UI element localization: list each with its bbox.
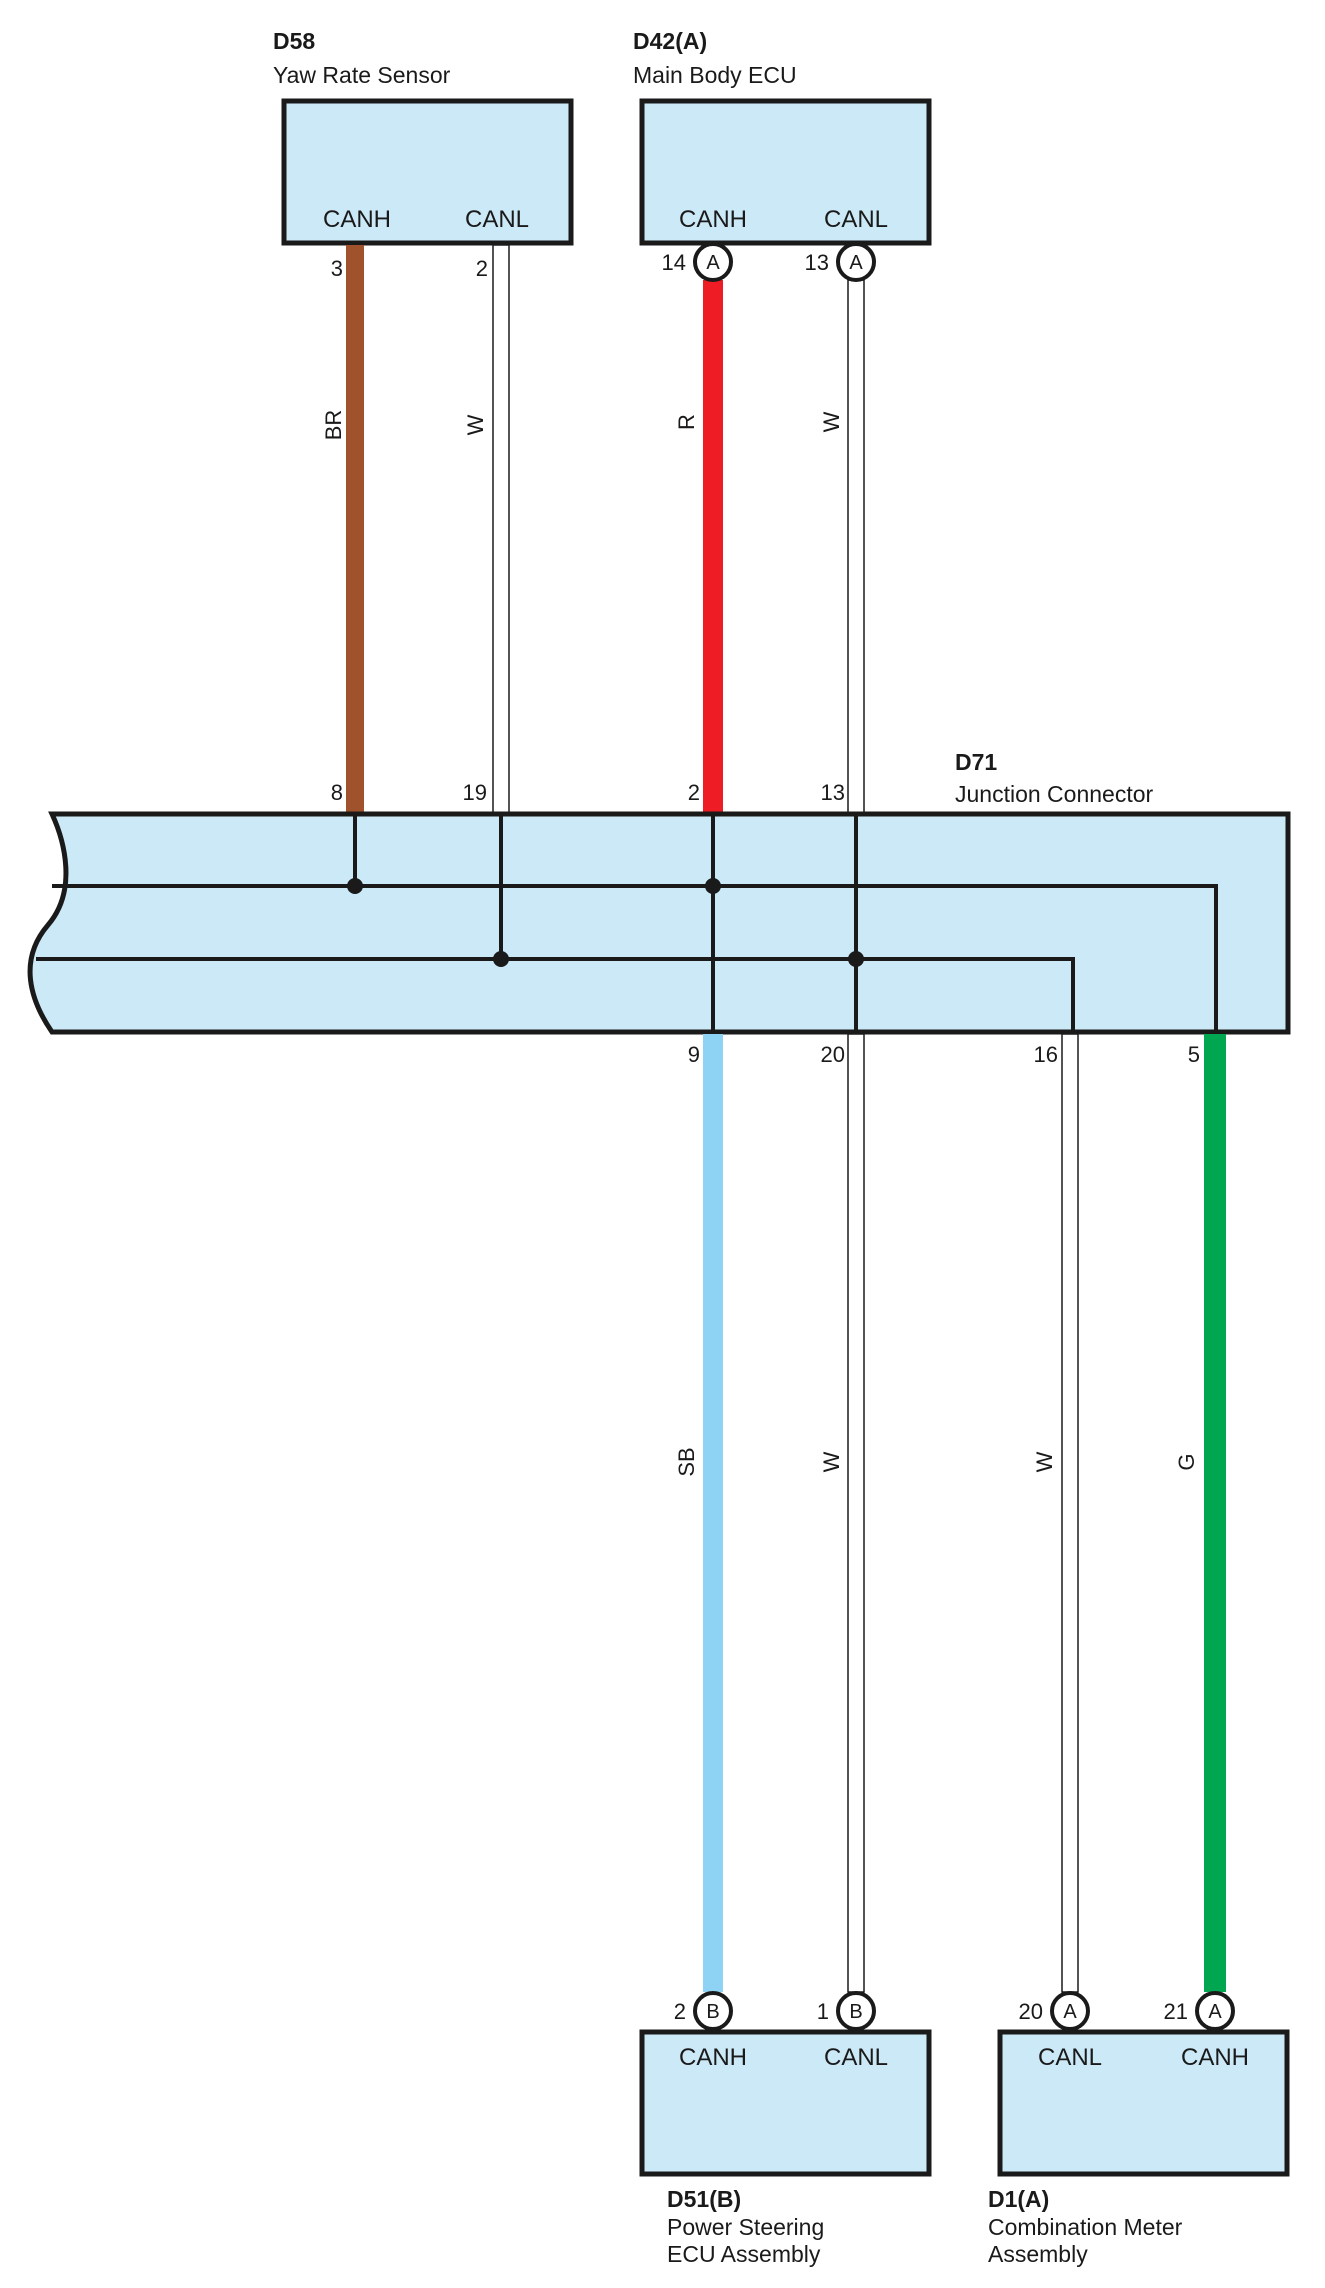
d58-pin-canh: CANH <box>323 206 391 233</box>
junction-pin-19: 19 <box>463 780 487 805</box>
wire-d51-canl-line <box>847 1033 865 1993</box>
wire-d42-canh: A 14 R 2 <box>662 242 733 813</box>
d51-box <box>639 2029 932 2177</box>
splice-dot <box>493 951 509 967</box>
d51-name-line2: ECU Assembly <box>667 2241 821 2267</box>
d42-canh-pin-number: 14 <box>662 250 686 275</box>
component-d71: D71 Junction Connector <box>27 749 1291 1035</box>
d1-canl-pin-number: 20 <box>1019 1999 1043 2024</box>
splice-dot <box>848 951 864 967</box>
d51-canl-pin-number: 1 <box>817 1999 829 2024</box>
junction-pin-2: 2 <box>688 780 700 805</box>
d1-canl-cavity-marker <box>1050 1991 1090 2031</box>
component-d58: D58 Yaw Rate Sensor CANH CANL <box>273 28 574 246</box>
wire-d58-canl: 2 W 19 <box>463 244 510 814</box>
d1-name-line2: Assembly <box>988 2241 1088 2267</box>
d42-canh-wire-color: R <box>674 414 699 430</box>
d1-canh-cavity-marker <box>1195 1991 1235 2031</box>
d1-canl-cavity: A <box>1063 2001 1077 2023</box>
component-d42: D42(A) Main Body ECU CANH CANL <box>633 28 932 246</box>
d51-pin-canl: CANL <box>824 2044 888 2071</box>
d1-box <box>997 2029 1290 2177</box>
wire-d42-canh-line <box>703 280 723 813</box>
wire-d1-canh-line <box>1204 1034 1226 1992</box>
d42-pin-canl: CANL <box>824 206 888 233</box>
junction-pin-8: 8 <box>331 780 343 805</box>
d42-code: D42(A) <box>633 28 707 54</box>
d71-name: Junction Connector <box>955 781 1154 807</box>
d58-pin-canl: CANL <box>465 206 529 233</box>
d1-canh-pin-number: 21 <box>1164 1999 1188 2024</box>
d51-code: D51(B) <box>667 2186 741 2212</box>
d42-box <box>639 98 932 246</box>
wire-d1-canl: 16 W A 20 <box>1019 1033 1090 2031</box>
d58-canh-pin-number: 3 <box>331 256 343 281</box>
junction-pin-16: 16 <box>1034 1042 1058 1067</box>
d51-pin-canh: CANH <box>679 2044 747 2071</box>
d42-canl-wire-color: W <box>819 411 844 432</box>
d51-name-line1: Power Steering <box>667 2214 824 2240</box>
d42-pin-canh: CANH <box>679 206 747 233</box>
d58-canl-wire-color: W <box>463 414 488 435</box>
d51-canh-wire-color: SB <box>674 1447 699 1476</box>
d51-canl-cavity: B <box>849 2001 862 2023</box>
wire-d42-canl: A 13 W 13 <box>805 242 876 814</box>
canh-bus <box>52 884 1218 1032</box>
wire-d58-canh: 3 BR 8 <box>321 245 364 813</box>
junction-internal-buses <box>36 814 1218 1032</box>
splice-dot <box>347 878 363 894</box>
d1-code: D1(A) <box>988 2186 1049 2212</box>
d1-pin-canl: CANL <box>1038 2044 1102 2071</box>
d51-canl-cavity-marker <box>836 1991 876 2031</box>
d1-pin-canh: CANH <box>1181 2044 1249 2071</box>
junction-pin-9: 9 <box>688 1042 700 1067</box>
wire-d1-canl-line <box>1061 1033 1079 1993</box>
d42-canl-cavity: A <box>849 252 863 274</box>
junction-pin-5: 5 <box>1188 1042 1200 1067</box>
junction-pin-20: 20 <box>821 1042 845 1067</box>
d42-canh-cavity-marker <box>693 242 733 282</box>
wire-d58-canl-line <box>492 244 510 814</box>
d42-canh-cavity: A <box>706 252 720 274</box>
d51-canl-wire-color: W <box>819 1451 844 1472</box>
d58-box <box>281 98 574 246</box>
splice-dot <box>705 878 721 894</box>
wire-d51-canl: 20 W B 1 <box>817 1033 876 2031</box>
wire-d58-canh-line <box>346 245 364 813</box>
junction-pin-13: 13 <box>821 780 845 805</box>
canl-bus <box>36 957 1075 1032</box>
wire-d51-canh-line <box>703 1034 723 1992</box>
junction-connector-body <box>27 811 1291 1035</box>
junction-splice-dots <box>347 878 864 967</box>
d1-canh-wire-color: G <box>1174 1453 1199 1470</box>
d1-name-line1: Combination Meter <box>988 2214 1183 2240</box>
d51-canh-cavity: B <box>706 2001 719 2023</box>
d51-canh-pin-number: 2 <box>674 1999 686 2024</box>
d58-canl-pin-number: 2 <box>476 256 488 281</box>
wire-d42-canl-line <box>847 279 865 814</box>
d71-code: D71 <box>955 749 997 775</box>
d58-code: D58 <box>273 28 315 54</box>
wire-d51-canh: 9 SB B 2 <box>674 1034 733 2031</box>
d51-canh-cavity-marker <box>693 1991 733 2031</box>
d1-canl-wire-color: W <box>1032 1451 1057 1472</box>
d58-name: Yaw Rate Sensor <box>273 62 451 88</box>
d42-name: Main Body ECU <box>633 62 797 88</box>
component-d51: CANH CANL D51(B) Power Steering ECU Asse… <box>639 2029 932 2267</box>
d42-canl-pin-number: 13 <box>805 250 829 275</box>
d58-canh-wire-color: BR <box>321 410 346 441</box>
d1-canh-cavity: A <box>1208 2001 1222 2023</box>
wire-d1-canh: 5 G A 21 <box>1164 1034 1235 2031</box>
d42-canl-cavity-marker <box>836 242 876 282</box>
component-d1: CANL CANH D1(A) Combination Meter Assemb… <box>988 2029 1290 2267</box>
